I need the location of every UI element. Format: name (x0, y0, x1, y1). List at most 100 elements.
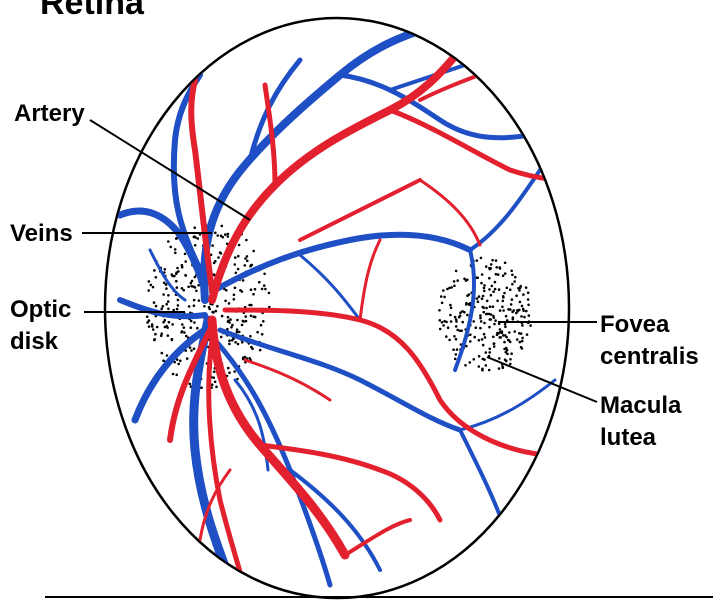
stipple-dot (488, 288, 491, 291)
stipple-dot (504, 323, 507, 326)
stipple-dot (162, 305, 165, 308)
stipple-dot (512, 318, 515, 321)
stipple-dot (165, 287, 168, 290)
stipple-dot (475, 326, 478, 329)
stipple-dot (155, 276, 158, 279)
stipple-dot (214, 232, 217, 235)
stipple-dot (495, 266, 498, 269)
stipple-dot (479, 317, 482, 320)
stipple-dot (469, 333, 472, 336)
stipple-dot (235, 272, 238, 275)
stipple-dot (190, 349, 193, 352)
stipple-dot (486, 300, 489, 303)
stipple-dot (160, 335, 163, 338)
stipple-dot (164, 326, 167, 329)
stipple-dot (242, 356, 245, 359)
stipple-dot (521, 340, 524, 343)
label-optic-disk-line1: Optic (10, 296, 71, 323)
stipple-dot (165, 283, 168, 286)
stipple-dot (248, 357, 251, 360)
stipple-dot (504, 262, 507, 265)
stipple-dot (504, 326, 507, 329)
stipple-dot (492, 305, 495, 308)
stipple-dot (176, 267, 179, 270)
stipple-dot (490, 318, 493, 321)
stipple-dot (525, 310, 528, 313)
stipple-dot (215, 310, 218, 313)
stipple-dot (156, 326, 159, 329)
stipple-dot (515, 294, 518, 297)
stipple-dot (483, 322, 486, 325)
stipple-dot (236, 319, 239, 322)
stipple-dot (449, 314, 452, 317)
stipple-dot (439, 319, 442, 322)
stipple-dot (246, 260, 249, 263)
stipple-dot (441, 321, 444, 324)
stipple-dot (509, 288, 512, 291)
stipple-dot (250, 315, 253, 318)
stipple-dot (188, 305, 191, 308)
stipple-dot (499, 267, 502, 270)
stipple-dot (522, 293, 525, 296)
stipple-dot (195, 290, 198, 293)
stipple-dot (165, 303, 168, 306)
stipple-dot (464, 364, 467, 367)
stipple-dot (440, 295, 443, 298)
stipple-dot (438, 309, 441, 312)
stipple-dot (155, 305, 158, 308)
stipple-dot (511, 283, 514, 286)
stipple-dot (476, 297, 479, 300)
stipple-dot (160, 308, 163, 311)
stipple-dot (194, 276, 197, 279)
stipple-dot (510, 270, 513, 273)
stipple-dot (482, 311, 485, 314)
stipple-dot (490, 294, 493, 297)
stipple-dot (245, 320, 248, 323)
stipple-dot (261, 288, 264, 291)
stipple-dot (152, 286, 155, 289)
stipple-dot (167, 334, 170, 337)
stipple-dot (211, 383, 214, 386)
stipple-dot (505, 336, 508, 339)
stipple-dot (193, 321, 196, 324)
stipple-dot (506, 353, 509, 356)
stipple-dot (496, 300, 499, 303)
stipple-dot (501, 366, 504, 369)
stipple-dot (227, 233, 230, 236)
stipple-dot (482, 306, 485, 309)
stipple-dot (244, 264, 247, 267)
stipple-dot (483, 284, 486, 287)
label-optic-disk-line2: disk (10, 328, 59, 355)
stipple-dot (161, 352, 164, 355)
stipple-dot (494, 319, 497, 322)
stipple-dot (148, 280, 151, 283)
stipple-dot (453, 285, 456, 288)
stipple-dot (253, 315, 256, 318)
stipple-dot (251, 347, 254, 350)
stipple-dot (154, 333, 157, 336)
stipple-dot (527, 298, 530, 301)
stipple-dot (233, 298, 236, 301)
stipple-dot (153, 269, 156, 272)
label-artery: Artery (14, 100, 85, 127)
stipple-dot (454, 316, 457, 319)
stipple-dot (521, 324, 524, 327)
stipple-dot (168, 321, 171, 324)
stipple-dot (152, 328, 155, 331)
stipple-dot (231, 339, 234, 342)
stipple-dot (171, 273, 174, 276)
label-macula-line1: Macula (600, 392, 682, 419)
stipple-dot (213, 371, 216, 374)
stipple-dot (511, 311, 514, 314)
stipple-dot (517, 287, 520, 290)
stipple-dot (493, 323, 496, 326)
stipple-dot (167, 240, 170, 243)
stipple-dot (505, 315, 508, 318)
stipple-dot (488, 267, 491, 270)
stipple-dot (241, 324, 244, 327)
stipple-dot (193, 299, 196, 302)
stipple-dot (469, 361, 472, 364)
stipple-dot (507, 339, 510, 342)
stipple-dot (181, 323, 184, 326)
